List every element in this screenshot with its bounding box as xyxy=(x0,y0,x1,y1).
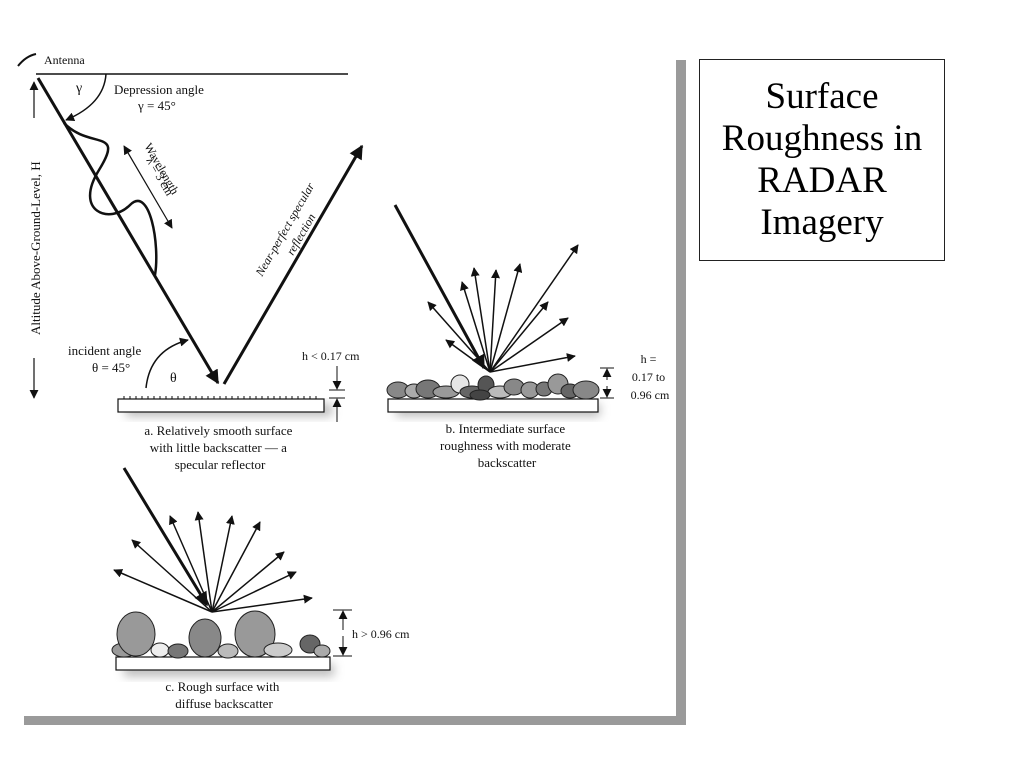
antenna-label: Antenna xyxy=(44,53,85,67)
slide-title: Surface Roughness in RADAR Imagery xyxy=(721,76,923,243)
scatter-arrow xyxy=(460,281,491,373)
panel-c-height-label: h > 0.96 cm xyxy=(352,627,410,641)
scatter-arrow xyxy=(489,263,523,373)
panel-c-scatter-arrows xyxy=(113,511,313,613)
panel-c-caption: c. Rough surface with diffuse backscatte… xyxy=(165,679,282,711)
scatter-arrow xyxy=(489,269,501,373)
figure-frame xyxy=(24,60,686,725)
boulder xyxy=(313,644,331,658)
boulder xyxy=(167,643,189,659)
intermediate-surface-slab xyxy=(387,398,599,413)
specular-reflection-arrow xyxy=(222,144,364,385)
scatter-arrow xyxy=(169,515,213,613)
panel-b-incident-arrow xyxy=(393,204,486,370)
height-dimension-c xyxy=(333,609,352,657)
gamma-symbol: γ xyxy=(75,81,82,96)
scatter-arrow xyxy=(470,267,491,373)
boulder xyxy=(188,618,222,658)
scatter-arrow xyxy=(194,511,213,613)
panel-a-caption: a. Relatively smooth surface with little… xyxy=(144,423,295,472)
slide-title-box: Surface Roughness in RADAR Imagery xyxy=(699,59,945,261)
boulder xyxy=(234,610,276,658)
boulder xyxy=(263,642,293,658)
scatter-arrow xyxy=(427,301,491,373)
pebble xyxy=(469,389,491,401)
scatter-arrow xyxy=(489,244,579,373)
scatter-arrow xyxy=(489,317,569,373)
scatter-arrow xyxy=(211,551,285,613)
scatter-arrow xyxy=(445,339,491,373)
scatter-arrow xyxy=(113,569,213,613)
incident-beam-arrow xyxy=(36,77,220,385)
pebble xyxy=(572,380,600,400)
scatter-arrow xyxy=(211,571,297,613)
scatter-arrow xyxy=(211,594,313,613)
incident-angle-arc xyxy=(145,337,189,389)
height-dimension-b xyxy=(600,367,614,399)
scatter-arrow xyxy=(489,353,576,373)
scatter-arrow xyxy=(211,521,261,613)
wavelength-dimension xyxy=(123,145,173,229)
theta-symbol: θ xyxy=(170,371,177,386)
panel-c-boulders xyxy=(111,610,331,659)
depression-angle-arc xyxy=(65,73,107,122)
scatter-arrow xyxy=(489,301,549,373)
panel-b: h = 0.17 to 0.96 cm b. Intermediate surf… xyxy=(386,204,670,470)
depression-angle-value: γ = 45° xyxy=(137,98,176,113)
scatter-arrow xyxy=(131,539,213,613)
panel-b-scatter-arrows xyxy=(427,244,579,373)
smooth-surface-slab xyxy=(117,398,325,413)
altitude-label: Altitude Above-Ground-Level, H xyxy=(28,161,43,335)
incident-angle-title: incident angle xyxy=(68,343,142,358)
surface-roughness-ticks xyxy=(123,396,317,399)
panel-a: h < 0.17 cm a. Relatively smooth surface… xyxy=(117,349,360,472)
panel-c-incident-arrow xyxy=(122,467,209,607)
rough-surface-slab xyxy=(115,656,331,671)
height-dimension-a xyxy=(329,366,345,422)
antenna-icon xyxy=(17,53,348,75)
boulder xyxy=(116,611,156,657)
depression-angle-title: Depression angle xyxy=(114,82,204,97)
boulder xyxy=(150,642,170,658)
panel-b-height-label: h = 0.17 to 0.96 cm xyxy=(631,352,670,402)
incident-angle-value: θ = 45° xyxy=(92,360,130,375)
panel-b-caption: b. Intermediate surface roughness with m… xyxy=(440,421,574,470)
panel-c: h > 0.96 cm c. Rough surface with diffus… xyxy=(111,467,410,711)
scatter-arrow xyxy=(211,515,235,613)
boulder xyxy=(217,643,239,659)
panel-a-height-label: h < 0.17 cm xyxy=(302,349,360,363)
panel-b-pebbles xyxy=(386,373,600,401)
